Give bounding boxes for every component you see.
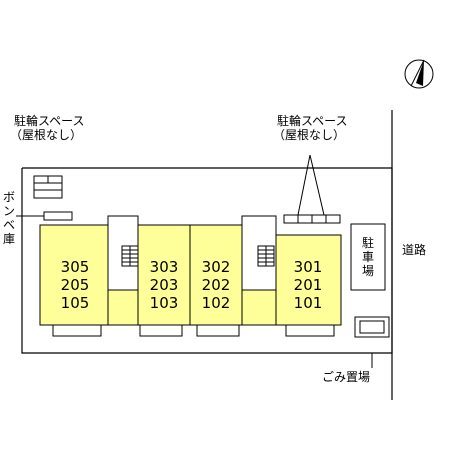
bicycle-parking-left (33, 175, 63, 199)
connector-right (241, 289, 277, 326)
room-number: 101 (293, 294, 323, 312)
unit-block-305 (39, 224, 109, 326)
balcony (196, 324, 240, 337)
room-number: 302 (201, 258, 231, 276)
stairs-icon (257, 245, 275, 267)
balcony (285, 324, 335, 337)
room-number: 202 (201, 276, 231, 294)
bicycle-parking-right (283, 154, 341, 224)
room-number: 105 (60, 294, 90, 312)
unit-numbers-302: 302 202 102 (191, 258, 241, 312)
bicycle-parking-left-note: （屋根なし） (10, 128, 83, 142)
room-number: 301 (293, 258, 323, 276)
balcony (52, 324, 102, 337)
room-number: 303 (149, 258, 179, 276)
garbage-label: ごみ置場 (322, 370, 371, 384)
parking-label: 駐車場 (361, 236, 374, 278)
room-number: 305 (60, 258, 90, 276)
bicycle-parking-left-label: 駐輪スペース (14, 114, 85, 128)
stair-well-left (107, 215, 139, 291)
connector-left (107, 289, 139, 326)
stairs-icon (121, 245, 139, 267)
gas-storage-label: ボンベ庫 (2, 190, 15, 246)
bicycle-parking-right-note: （屋根なし） (273, 128, 346, 142)
room-number: 203 (149, 276, 179, 294)
parking-area (350, 223, 386, 291)
room-number: 205 (60, 276, 90, 294)
unit-numbers-303: 303 203 103 (139, 258, 189, 312)
unit-numbers-301: 301 201 101 (283, 258, 333, 312)
stair-well-right (241, 215, 277, 291)
room-number: 103 (149, 294, 179, 312)
north-arrow-icon (404, 59, 434, 89)
garbage-area (354, 316, 390, 368)
room-number: 102 (201, 294, 231, 312)
bicycle-parking-right-label: 駐輪スペース (277, 114, 348, 128)
room-number: 201 (293, 276, 323, 294)
balcony (139, 324, 183, 337)
building (39, 215, 342, 337)
gas-cylinder-storage (43, 211, 73, 221)
road-label: 道路 (402, 243, 427, 257)
unit-numbers-305: 305 205 105 (50, 258, 100, 312)
